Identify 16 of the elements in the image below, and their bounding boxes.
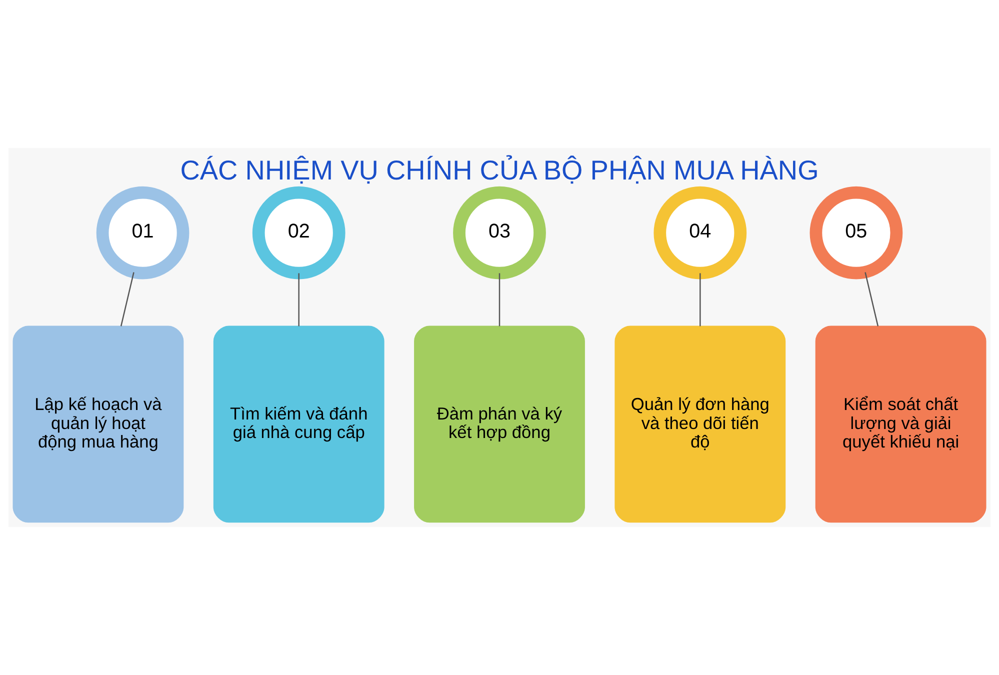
connector: [498, 273, 500, 326]
node-box: Quản lý đơn hàng và theo dõi tiến độ: [614, 326, 786, 523]
node-box: Đàm phán và ký kết hợp đồng: [414, 326, 585, 523]
node-circle: 01: [96, 186, 190, 280]
node-box: Lập kế hoạch và quản lý hoạt động mua hàng: [12, 326, 184, 523]
node-circle: 04: [654, 186, 747, 280]
connector: [864, 272, 879, 326]
diagram-title: CÁC NHIỆM VỤ CHÍNH CỦA BỘ PHẬN MUA HÀNG: [180, 154, 819, 186]
node-circle: 05: [810, 186, 903, 280]
node-circle: 02: [252, 186, 346, 280]
connector: [298, 273, 300, 326]
connector: [120, 272, 134, 326]
node-circle: 03: [453, 186, 546, 280]
connector: [700, 273, 701, 326]
node-box: Kiểm soát chất lượng và giải quyết khiếu nại: [815, 326, 986, 523]
node-box: Tìm kiếm và đánh giá nhà cung cấp: [213, 326, 384, 523]
